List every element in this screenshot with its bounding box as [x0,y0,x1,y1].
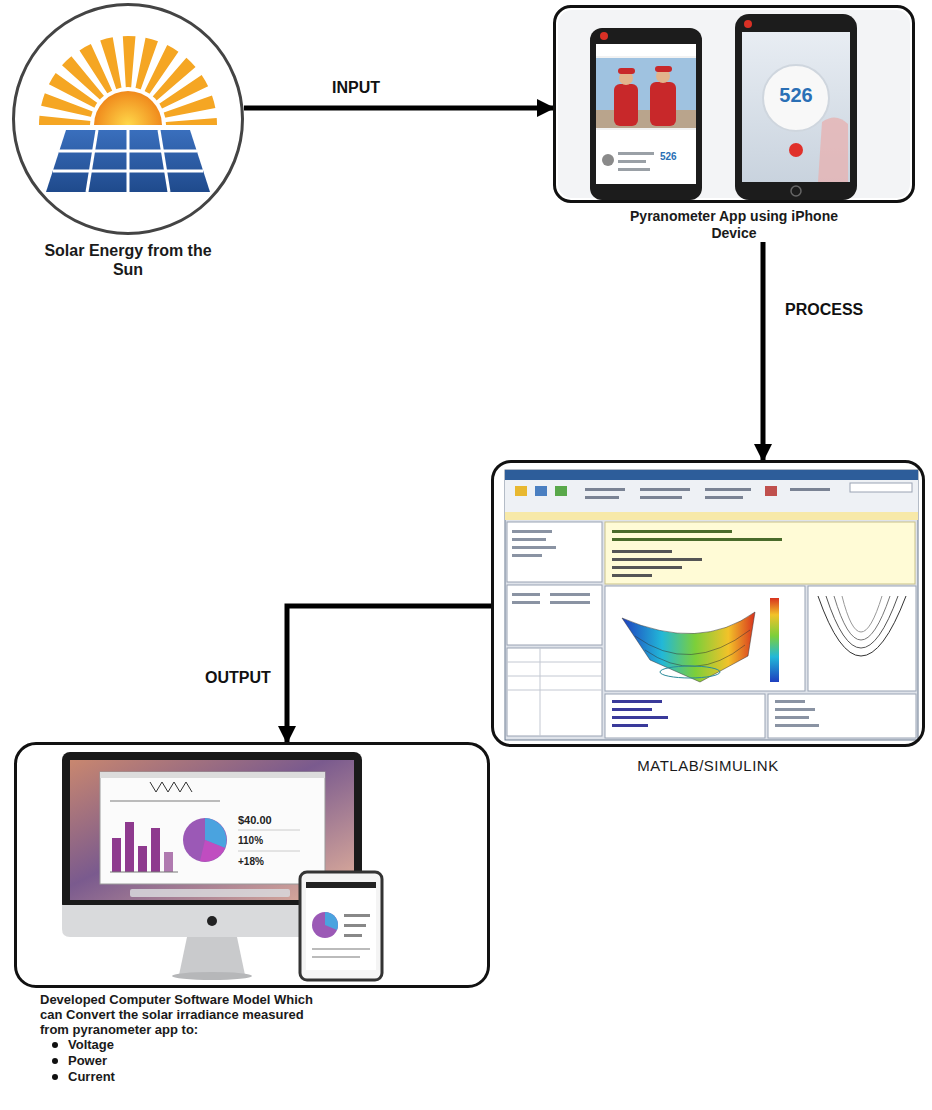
irradiance-readout: 526 [660,151,694,163]
flow-arrow [761,242,766,460]
bullet-row: Voltage [52,1037,490,1053]
dashboard-value: +18% [238,856,288,868]
node-caption: Solar Energy from the Sun [28,241,228,279]
flow-arrow [287,606,491,742]
sun-logo [16,7,240,231]
irradiance-readout: 526 [770,84,822,106]
bullet-text: Voltage [68,1037,114,1053]
flow-arrow [244,106,553,111]
node-outline [553,5,915,203]
matlab-screenshot [505,470,918,740]
dashboard-value: $40.00 [238,814,300,827]
bullet-row: Current [52,1069,490,1085]
edge-label: OUTPUT [203,668,273,687]
app-node: Pyranometer App using iPhone Device [553,5,915,242]
dashboard-value: 110% [238,835,288,847]
node-caption: Developed Computer Software Model Which … [40,992,315,1037]
edge-label: INPUT [330,78,382,97]
bullet-dot [52,1042,58,1048]
bullet-dot [52,1074,58,1080]
bullet-row: Power [52,1053,490,1069]
node-outline [12,3,244,235]
bullet-text: Power [68,1053,107,1069]
bullet-text: Current [68,1069,115,1085]
sun-node: Solar Energy from the Sun [12,3,244,279]
bullet-dot [52,1058,58,1064]
node-outline [491,460,925,747]
computer-screens [62,752,382,980]
edge-label: PROCESS [783,300,865,319]
node-caption: MATLAB/SIMULINK [578,757,838,775]
phone-screens [558,10,910,200]
software-node: MATLAB/SIMULINK [491,460,925,775]
output-node: Developed Computer Software Model Which … [14,742,490,1085]
node-caption: Pyranometer App using iPhone Device [629,208,839,242]
